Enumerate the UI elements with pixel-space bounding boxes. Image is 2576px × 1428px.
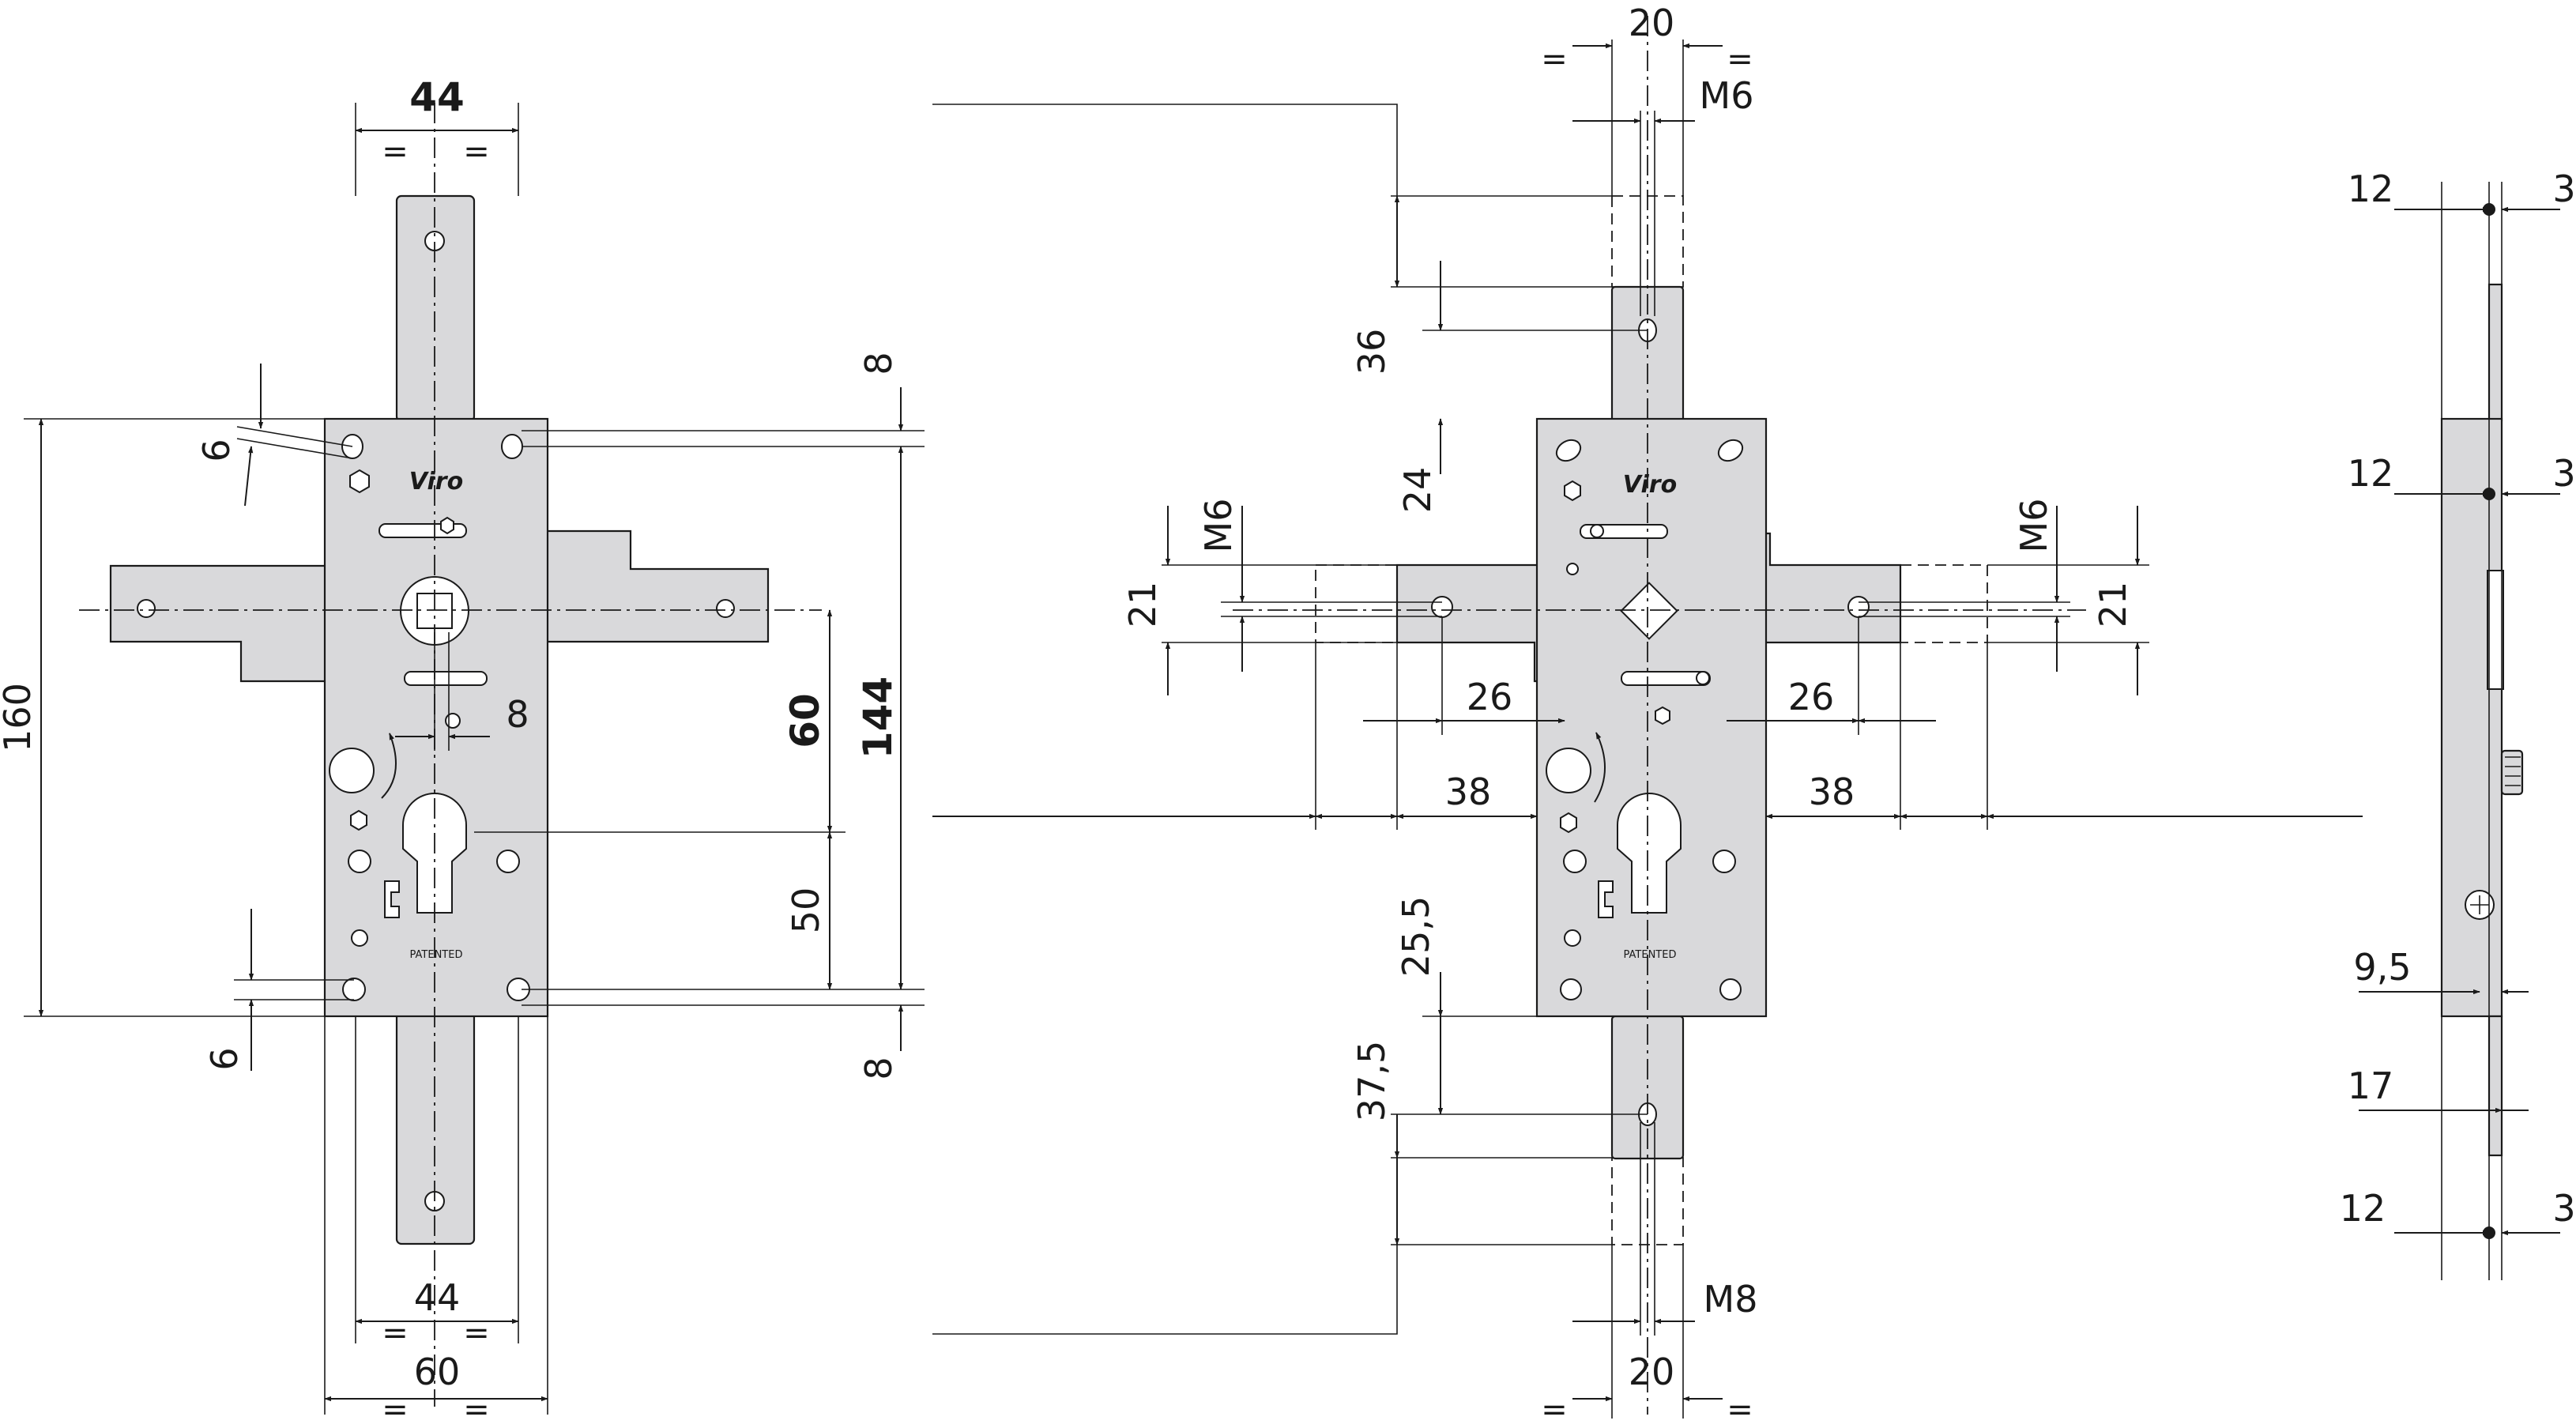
- dim-spindle-offset: 8: [506, 693, 529, 736]
- fixing-hole-bottom-left: [342, 978, 366, 1001]
- slot-lower: [404, 671, 488, 686]
- hex-nut-small: [440, 516, 454, 535]
- slot-lower: [1621, 671, 1711, 686]
- dim-hole-offset-bottom: 6: [203, 1047, 246, 1070]
- svg-text:=: =: [382, 1392, 409, 1428]
- svg-text:=: =: [463, 1315, 490, 1351]
- fixing-hole-top-right: [1717, 439, 1744, 462]
- right-bolt-hole: [1847, 596, 1870, 618]
- svg-text:=: =: [382, 134, 409, 170]
- dim-side-top-3: 3: [2552, 168, 2575, 210]
- svg-text:=: =: [1541, 41, 1568, 77]
- dim-37-5: 37,5: [1350, 1041, 1393, 1121]
- lock-case: [323, 417, 549, 1018]
- small-hole-mid: [445, 713, 461, 729]
- dim-left-bar-height: 21: [1121, 582, 1164, 628]
- dim-side-mid-3: 3: [2552, 452, 2575, 495]
- latch-notch: [384, 880, 400, 918]
- dim-left-26: 26: [1467, 676, 1513, 718]
- dim-top-bar-width: 20: [1629, 2, 1675, 44]
- right-lateral-bolt: [534, 529, 770, 643]
- svg-text:=: =: [1541, 1392, 1568, 1428]
- dim-hole-to-hole: 144: [855, 676, 901, 759]
- brand-label: Viro: [409, 468, 463, 495]
- svg-text:=: =: [1727, 1392, 1753, 1428]
- dim-right-26: 26: [1788, 676, 1835, 718]
- dim-bottom-margin: 8: [857, 1057, 900, 1079]
- release-knob: [1546, 748, 1591, 793]
- side-case: [2440, 417, 2503, 1018]
- rotation-arrow-icon: [381, 733, 397, 799]
- hole-right-mid: [496, 850, 520, 873]
- right-lateral-bolt: [1754, 532, 1902, 644]
- side-view: 12 3 12 3 9,5 17 12 3: [2340, 168, 2576, 1280]
- dim-bottom-thread: M8: [1704, 1278, 1758, 1321]
- dim-top-margin: 8: [857, 352, 900, 375]
- svg-text:=: =: [463, 1392, 490, 1428]
- left-lateral-bolt: [1395, 563, 1550, 683]
- lock-case: [1535, 417, 1768, 1018]
- right-bolt-hole: [716, 599, 735, 618]
- dim-25-5: 25,5: [1395, 896, 1437, 977]
- side-bottom-bar: [2487, 1015, 2503, 1157]
- dim-top-thread: M6: [1700, 74, 1754, 117]
- brand-label: Viro: [1623, 471, 1677, 499]
- left-lateral-bolt: [109, 564, 333, 683]
- left-bolt-hole: [1431, 596, 1453, 618]
- dim-left-38: 38: [1445, 771, 1492, 813]
- dim-spindle-to-cylinder: 60: [782, 693, 828, 748]
- dim-bottom-bar-width: 20: [1629, 1351, 1675, 1393]
- dim-side-bot-3: 3: [2552, 1187, 2575, 1230]
- dim-side-17: 17: [2348, 1064, 2394, 1107]
- left-bolt-hole: [137, 599, 156, 618]
- svg-text:=: =: [1727, 41, 1753, 77]
- rotation-arrow-icon: [1594, 732, 1606, 803]
- hole-left-mid: [348, 850, 371, 873]
- side-bolt-window: [2487, 570, 2504, 690]
- dim-right-bar-height: 21: [2092, 582, 2134, 628]
- hex-nut-lower: [350, 809, 367, 831]
- dim-left-thread: M6: [1197, 499, 1240, 553]
- fixing-hole-top-right: [501, 434, 523, 459]
- patent-stamp: PATENTED: [1624, 949, 1677, 961]
- dim-top-width: 44: [409, 74, 465, 120]
- svg-text:=: =: [463, 134, 490, 170]
- top-bolt-bar: [395, 194, 476, 423]
- release-knob: [329, 748, 375, 793]
- patent-stamp: PATENTED: [410, 949, 463, 961]
- dim-cylinder-to-hole: 50: [785, 887, 827, 934]
- svg-text:=: =: [382, 1315, 409, 1351]
- dim-side-bot-12: 12: [2340, 1187, 2386, 1230]
- dim-right-thread: M6: [2013, 499, 2055, 553]
- dim-side-9-5: 9,5: [2353, 946, 2411, 989]
- dim-case-width: 60: [414, 1351, 461, 1393]
- dim-bottom-width: 44: [414, 1276, 461, 1319]
- fixing-hole-top-left: [1555, 439, 1582, 462]
- dim-hole-offset-top: 6: [195, 439, 238, 462]
- hole-left-low: [351, 929, 368, 947]
- spindle-square: [1620, 582, 1678, 640]
- rear-view: Viro PATENTED 20 = =: [932, 2, 2363, 1428]
- dim-24: 24: [1396, 467, 1439, 514]
- dim-right-38: 38: [1809, 771, 1855, 813]
- hex-nut-left: [349, 469, 370, 494]
- cylinder-cutout: [1617, 792, 1682, 914]
- dim-side-top-12: 12: [2348, 168, 2394, 210]
- dim-height-total: 160: [0, 683, 39, 752]
- dim-36: 36: [1350, 329, 1393, 375]
- side-top-bar: [2487, 283, 2503, 422]
- dim-side-mid-12: 12: [2348, 452, 2394, 495]
- front-view: Viro PATENTED 44 = =: [0, 74, 925, 1428]
